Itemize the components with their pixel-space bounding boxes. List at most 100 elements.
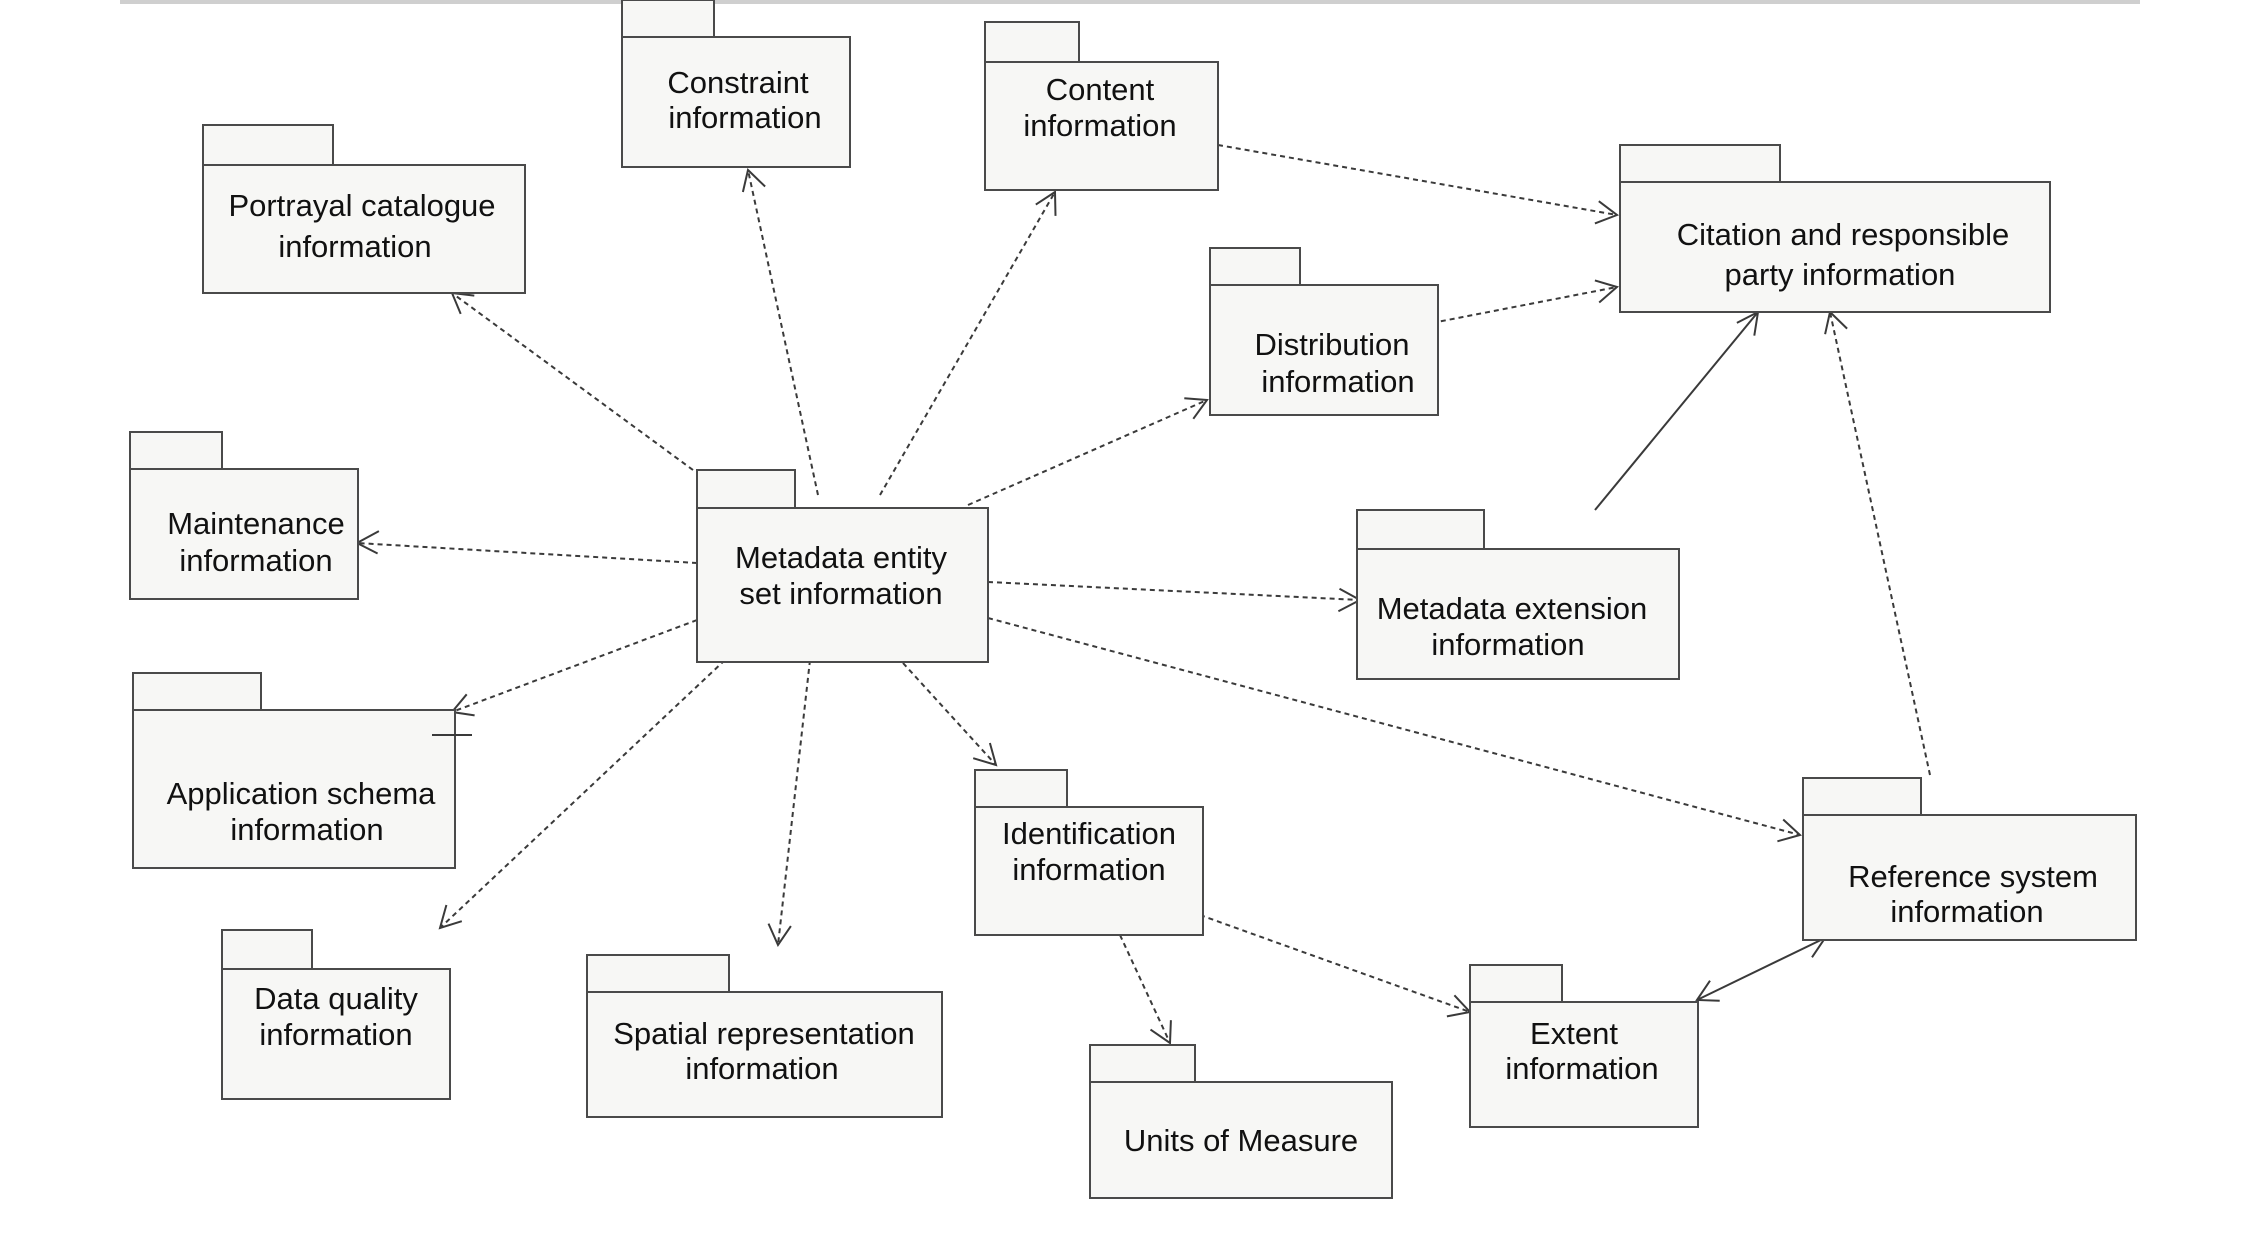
package-citation: Citation and responsible party informati… bbox=[1619, 144, 2051, 313]
dep-metadata-constraint bbox=[747, 169, 819, 496]
package-tab bbox=[221, 929, 313, 970]
package-label: information bbox=[1023, 108, 1176, 143]
arrowhead bbox=[1446, 994, 1472, 1018]
arrowhead bbox=[741, 168, 766, 193]
package-body bbox=[1619, 181, 2051, 313]
arrowhead bbox=[438, 904, 463, 930]
package-label: information bbox=[1012, 852, 1165, 887]
package-spatial-representation: Spatial representation information bbox=[586, 954, 943, 1118]
package-metadata-entity: Metadata entity set information bbox=[696, 469, 989, 663]
package-body bbox=[984, 61, 1219, 191]
package-body bbox=[696, 507, 989, 663]
package-tab bbox=[621, 0, 715, 38]
package-maintenance: Maintenance information bbox=[129, 431, 359, 600]
dep-metadata-extension bbox=[987, 581, 1361, 601]
package-application-schema: Application schema information bbox=[132, 672, 472, 869]
dep-identification-units bbox=[1119, 934, 1171, 1044]
package-label: Metadata extension bbox=[1377, 591, 1648, 626]
package-label: Units of Measure bbox=[1124, 1123, 1358, 1158]
package-label: Data quality bbox=[254, 981, 418, 1016]
dep-metadata-maintenance bbox=[356, 542, 698, 564]
package-content: Content information bbox=[984, 21, 1219, 191]
package-label: Content bbox=[1046, 72, 1155, 107]
package-body bbox=[1356, 548, 1680, 680]
package-body bbox=[586, 991, 943, 1118]
package-tab bbox=[1089, 1044, 1196, 1083]
package-body bbox=[1469, 1001, 1699, 1128]
dep-distribution-citation bbox=[1431, 286, 1618, 324]
package-label: Reference system bbox=[1848, 859, 2098, 894]
package-label: Maintenance bbox=[167, 506, 345, 541]
package-body bbox=[1209, 284, 1439, 416]
package-tab bbox=[1209, 247, 1301, 286]
package-label: Extent bbox=[1530, 1016, 1618, 1051]
package-data-quality: Data quality information bbox=[221, 929, 451, 1100]
dep-reference-citation bbox=[1829, 311, 1931, 776]
package-label: Application schema bbox=[167, 776, 437, 811]
package-label: Metadata entity bbox=[735, 540, 947, 575]
package-body bbox=[202, 164, 526, 294]
dep-metadata-spatial bbox=[777, 659, 811, 946]
package-tab bbox=[202, 124, 334, 166]
arrowhead bbox=[1594, 200, 1620, 225]
dep-content-citation bbox=[1217, 144, 1618, 216]
arrowhead bbox=[1695, 980, 1720, 1002]
package-tab bbox=[129, 431, 223, 470]
package-tab bbox=[1619, 144, 1781, 183]
package-tab bbox=[974, 769, 1068, 808]
dep-metadata-content bbox=[879, 191, 1056, 496]
package-label: Identification bbox=[1002, 816, 1176, 851]
package-body bbox=[621, 36, 851, 168]
package-label: information bbox=[1890, 894, 2043, 929]
arrowhead bbox=[767, 923, 792, 948]
package-body bbox=[1802, 814, 2137, 941]
package-extent: Extent information bbox=[1469, 964, 1699, 1128]
package-units-of-measure: Units of Measure bbox=[1089, 1044, 1393, 1199]
package-identification: Identification information bbox=[974, 769, 1204, 936]
package-body bbox=[129, 468, 359, 600]
package-tab bbox=[1469, 964, 1563, 1003]
package-label: Portrayal catalogue bbox=[228, 188, 495, 223]
arrowhead bbox=[972, 742, 998, 767]
assoc-extent-reference bbox=[1696, 937, 1826, 1001]
package-body bbox=[221, 968, 451, 1100]
arrowhead bbox=[1149, 1020, 1172, 1045]
package-label: Distribution bbox=[1254, 327, 1409, 362]
arrowhead bbox=[1777, 818, 1802, 843]
dependencies bbox=[354, 144, 1931, 1045]
dep-metadata-distribution bbox=[967, 399, 1208, 506]
arrowhead bbox=[1594, 279, 1620, 304]
package-tab bbox=[132, 672, 262, 711]
package-tab bbox=[1356, 509, 1485, 550]
package-label: Constraint bbox=[667, 65, 809, 100]
package-body bbox=[974, 806, 1204, 936]
package-label: information bbox=[179, 543, 332, 578]
top-rule bbox=[120, 0, 2140, 4]
package-metadata-extension: Metadata extension information bbox=[1356, 509, 1680, 680]
arrowhead bbox=[354, 530, 380, 555]
package-tab bbox=[696, 469, 796, 509]
package-tab bbox=[586, 954, 730, 993]
package-label: information bbox=[230, 812, 383, 847]
package-label: information bbox=[1261, 364, 1414, 399]
package-constraint: Constraint information bbox=[621, 0, 851, 168]
package-label: Spatial representation bbox=[613, 1016, 915, 1051]
dep-metadata-portrayal bbox=[451, 292, 694, 471]
dep-metadata-dataquality bbox=[439, 659, 726, 929]
package-label: information bbox=[685, 1051, 838, 1086]
package-label: information bbox=[1431, 627, 1584, 662]
arrowhead bbox=[450, 291, 475, 315]
package-body bbox=[132, 709, 456, 869]
package-label: set information bbox=[739, 576, 942, 611]
package-distribution: Distribution information bbox=[1209, 247, 1439, 416]
package-reference-system: Reference system information bbox=[1802, 777, 2137, 941]
package-label: party information bbox=[1725, 257, 1956, 292]
dep-metadata-application bbox=[451, 619, 698, 713]
arrowhead bbox=[1035, 190, 1057, 216]
package-label: Citation and responsible bbox=[1677, 217, 2010, 252]
package-label: information bbox=[1505, 1051, 1658, 1086]
package-portrayal: Portrayal catalogue information bbox=[202, 124, 526, 294]
package-tab bbox=[984, 21, 1080, 63]
arrowhead bbox=[1184, 397, 1209, 420]
